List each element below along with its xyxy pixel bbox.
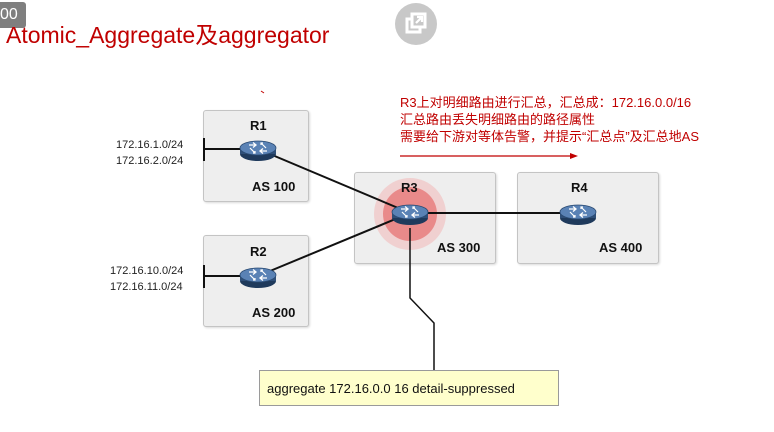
r2-prefix-stub	[203, 265, 240, 288]
link-r2-r3	[257, 212, 411, 277]
r3-as-label: AS 300	[437, 240, 481, 255]
page-counter: 00	[0, 2, 26, 28]
router-r4-icon	[559, 204, 597, 226]
red-mark	[260, 90, 265, 94]
router-r2-icon	[239, 267, 277, 289]
link-r1-r3	[257, 148, 411, 214]
r2-prefix-2: 172.16.11.0/24	[110, 281, 183, 293]
r2-prefix-1: 172.16.10.0/24	[110, 265, 184, 277]
r2-as-label: AS 200	[252, 305, 296, 320]
router-r3-name: R3	[401, 180, 418, 195]
popout-button[interactable]	[395, 3, 437, 45]
command-box: aggregate 172.16.0.0 16 detail-suppresse…	[259, 370, 559, 406]
annotation-arrow	[400, 153, 578, 159]
router-r3-icon	[391, 204, 429, 226]
r4-as-label: AS 400	[599, 240, 643, 255]
annotation-line-3: 需要给下游对等体告警，并提示“汇总点”及汇总地AS	[400, 129, 700, 144]
popout-icon	[405, 12, 427, 34]
router-r2-name: R2	[250, 244, 267, 259]
slide-title: Atomic_Aggregate及aggregator	[6, 22, 330, 48]
annotation-line-2: 汇总路由丢失明细路由的路径属性	[400, 112, 596, 127]
r1-prefix-stub	[203, 138, 240, 161]
callout-line	[409, 228, 435, 370]
router-r1-name: R1	[250, 118, 267, 133]
annotation-line-1: R3上对明细路由进行汇总，汇总成：172.16.0.0/16	[400, 95, 692, 110]
r1-prefix-2: 172.16.2.0/24	[116, 155, 184, 167]
r1-as-label: AS 100	[252, 179, 296, 194]
router-r1-icon	[239, 140, 277, 162]
router-r4-name: R4	[571, 180, 588, 195]
r1-prefix-1: 172.16.1.0/24	[116, 139, 184, 151]
